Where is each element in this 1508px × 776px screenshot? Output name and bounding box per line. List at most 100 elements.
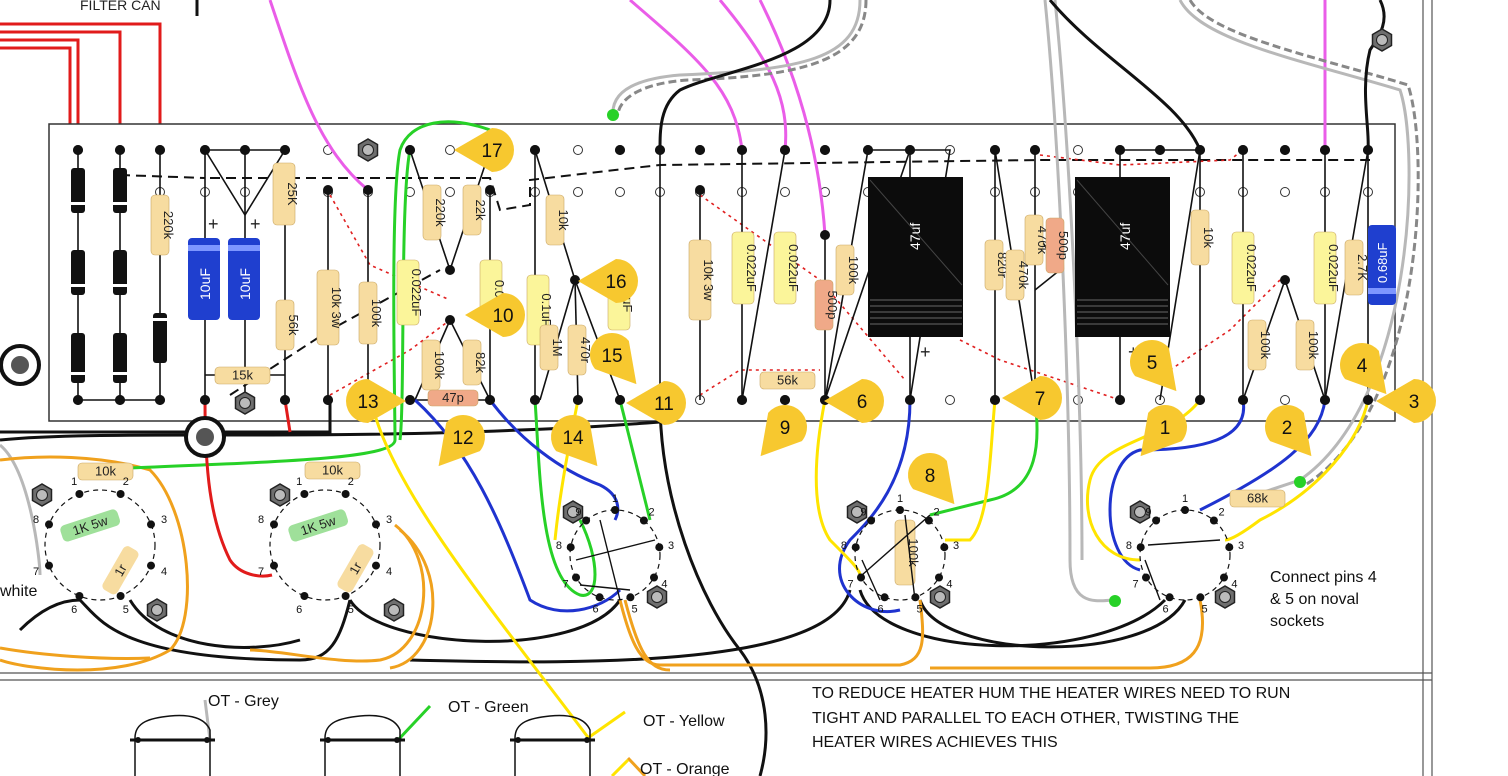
pins-note-line-3: sockets [1270, 613, 1324, 630]
cap-10uf-label-a: 10uF [197, 268, 213, 300]
resistor-15k: 15k [214, 366, 271, 385]
turret-post [990, 145, 1000, 155]
socket-pin-label: 9 [860, 506, 866, 518]
step-marker-label: 16 [605, 272, 626, 293]
turret-post [485, 185, 495, 195]
turret-post [615, 395, 625, 405]
resistor-470r-label: 470r [578, 337, 593, 364]
resistor-1r-b: 1r [337, 544, 374, 593]
resistor-470r: 470r [567, 324, 593, 376]
cap-47uf-label-a: 47uf [907, 223, 923, 250]
ground-bolt [1129, 500, 1151, 524]
step-marker-12: 12 [438, 415, 485, 467]
resistor-25k: 25K [272, 162, 300, 226]
ground-bolt [1371, 28, 1393, 52]
step-marker-1: 1 [1140, 405, 1187, 457]
turret-post [1280, 275, 1290, 285]
resistor-10k-3w-b-label: 10k 3w [701, 259, 716, 301]
socket-pin-label: 7 [258, 566, 264, 578]
socket-pin-label: 6 [296, 604, 302, 616]
cap-0022-e: 0.022uF [1313, 231, 1341, 305]
socket-pin [655, 543, 664, 552]
turret-post [363, 185, 373, 195]
rectifier-diodes [71, 168, 167, 383]
step-marker-label: 9 [780, 418, 791, 439]
socket-pin-label: 3 [668, 540, 674, 552]
yellow-wires [373, 399, 1370, 776]
turret-post [1195, 145, 1205, 155]
socket-pin [270, 520, 278, 529]
resistor-56k: 56k [275, 299, 301, 351]
socket-pin [940, 543, 949, 552]
resistor-56k-b: 56k [759, 371, 816, 390]
socket-pin [1209, 516, 1218, 525]
step-marker-7: 7 [1002, 376, 1062, 420]
socket-pin-label: 5 [916, 604, 922, 616]
resistor-220k-b: 220k [422, 184, 448, 241]
step-marker-2: 2 [1265, 405, 1312, 457]
turret-post [200, 395, 210, 405]
socket-pin-label: 4 [1231, 579, 1237, 591]
plus-mark-c: + [920, 342, 931, 362]
resistor-2-7k-label: 2.7K [1355, 254, 1370, 281]
heater-note-line-1: TO REDUCE HEATER HUM THE HEATER WIRES NE… [812, 685, 1290, 702]
turret-post [200, 145, 210, 155]
resistor-68k-label: 68k [1247, 491, 1268, 506]
resistor-100k-label: 100k [369, 299, 384, 328]
socket-pin-label: 3 [1238, 540, 1244, 552]
resistor-82k-label: 82k [473, 352, 488, 373]
cap-0022-d: 0.022uF [1231, 231, 1259, 305]
resistor-100k-c: 100k [835, 244, 861, 296]
socket-pin [372, 561, 380, 570]
socket-internal-leads [575, 514, 1221, 601]
electrolytic-cap-a: 10uF + [188, 214, 220, 320]
turret-post [780, 395, 790, 405]
socket-pin-label: 6 [877, 604, 883, 616]
turret-post [1238, 145, 1248, 155]
turret-post [695, 185, 705, 195]
turret-post [405, 395, 415, 405]
step-marker-5: 5 [1130, 340, 1177, 392]
step-marker-label: 5 [1147, 353, 1158, 374]
ground-bolt [234, 391, 256, 415]
socket-pin-label: 6 [71, 604, 77, 616]
resistor-1m: 1M [539, 324, 565, 371]
output-transformer-legend: OT - Grey OT - Green OT - Yellow OT - Or… [130, 693, 730, 776]
socket-pin [1220, 573, 1228, 582]
socket-pin [851, 543, 860, 552]
resistor-56k-b-label: 56k [777, 373, 798, 388]
socket-pin-label: 7 [1133, 579, 1139, 591]
resistor-220k-b-label: 220k [433, 198, 448, 227]
ot-yellow-label: OT - Yellow [643, 713, 725, 730]
socket-pin-label: 4 [386, 566, 392, 578]
socket-pin-label: 4 [946, 579, 952, 591]
turret-post [655, 145, 665, 155]
ot-grey-label: OT - Grey [208, 693, 279, 710]
electrolytic-cap-b: 10uF + [228, 214, 261, 320]
socket-pin-label: 1 [296, 476, 302, 488]
grommets [0, 344, 226, 458]
turret-post [905, 145, 915, 155]
socket-pin-label: 2 [934, 506, 940, 518]
grommet-left-hole [11, 356, 29, 374]
socket-pin-label: 9 [575, 506, 581, 518]
socket-pin [75, 592, 84, 600]
resistor-100k: 100k [358, 281, 384, 345]
ground-bolt [146, 598, 168, 622]
turret-post [1238, 395, 1248, 405]
filter-cap-47uf-b: 47uf + [1075, 177, 1170, 362]
resistor-100k-d-label: 100k [1258, 331, 1273, 360]
resistor-10k: 10k [545, 194, 571, 246]
step-marker-label: 4 [1357, 356, 1368, 377]
turret-post [1280, 145, 1290, 155]
turret-post [695, 145, 705, 155]
cap-0022-e-label: 0.022uF [1326, 244, 1341, 292]
orange-wires [0, 455, 1205, 776]
turret-post [1320, 395, 1330, 405]
socket-pin-label: 9 [1145, 506, 1151, 518]
ground-bolt [269, 483, 291, 507]
step-marker-label: 11 [654, 394, 674, 415]
